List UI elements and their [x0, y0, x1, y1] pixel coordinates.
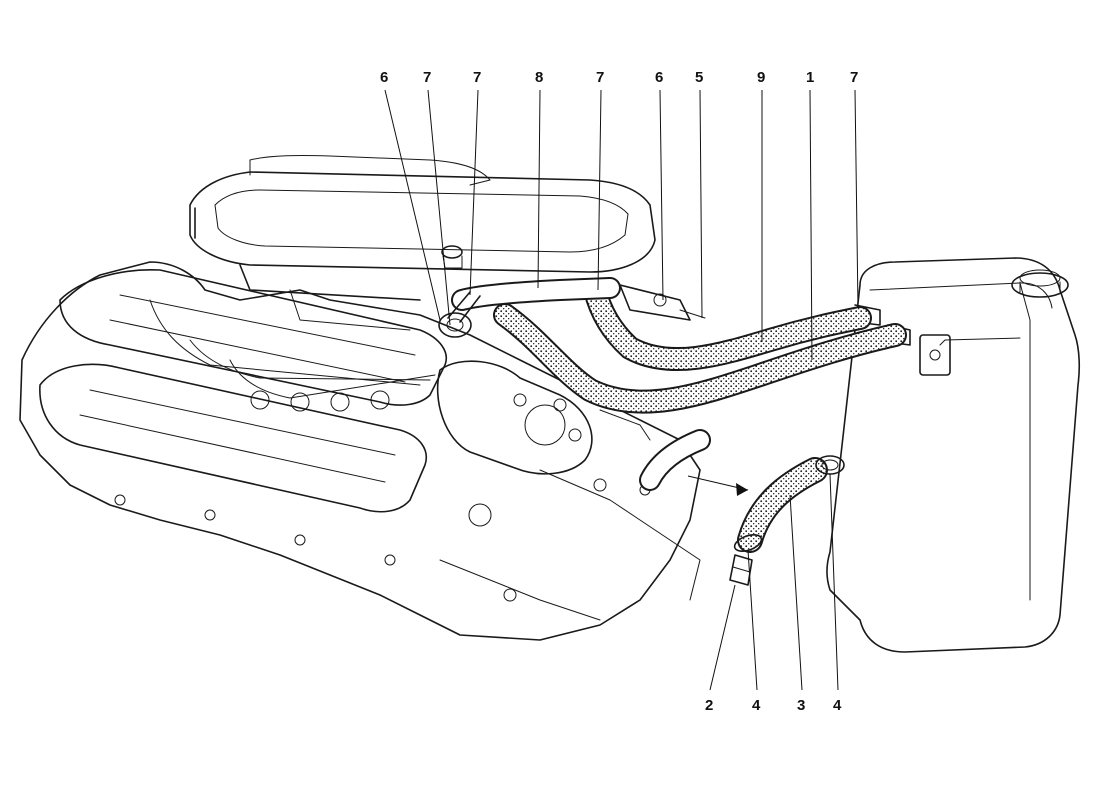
hose-9	[583, 278, 872, 372]
callout-7: 7	[850, 69, 858, 86]
callout-7: 7	[596, 69, 604, 86]
callout-7: 7	[473, 69, 481, 86]
callout-4: 4	[752, 697, 761, 714]
callout-8: 8	[535, 69, 543, 86]
callout-5: 5	[695, 69, 703, 86]
callout-6: 6	[655, 69, 663, 86]
callout-6: 6	[380, 69, 388, 86]
engine-block	[19, 261, 701, 641]
expansion-tank	[826, 257, 1081, 653]
hose-1	[493, 303, 907, 414]
air-filter-housing	[189, 154, 656, 331]
callout-1: 1	[806, 69, 814, 86]
hose-connector-right	[619, 284, 706, 321]
hose-8	[451, 277, 621, 311]
callout-9: 9	[757, 69, 765, 86]
engine-outlet-hose	[639, 429, 711, 491]
hose-nipple-2	[729, 554, 753, 586]
exploded-view-arrow	[687, 475, 749, 496]
callout-4: 4	[833, 697, 842, 714]
callout-labels: 6 7 7 8 7 6 5 9 1 7 2 4 3 4	[380, 69, 858, 714]
hose-union-fitting	[438, 291, 481, 338]
hose-clip-lower	[733, 534, 763, 552]
callout-3: 3	[797, 697, 805, 714]
hose-3	[737, 457, 828, 553]
callout-2: 2	[705, 697, 713, 714]
callout-7: 7	[423, 69, 431, 86]
leader-lines	[384, 89, 859, 691]
